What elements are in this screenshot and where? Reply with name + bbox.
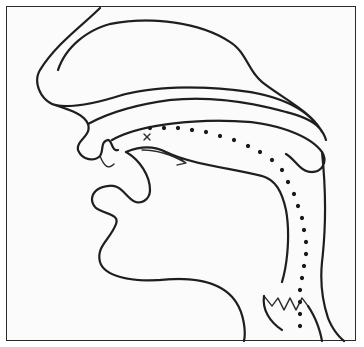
airflow-dot — [298, 324, 302, 328]
airflow-dot — [286, 180, 290, 184]
airflow-dot — [258, 150, 262, 154]
airflow-dot — [232, 138, 236, 142]
airflow-dot — [300, 276, 304, 280]
closure-marker — [144, 134, 150, 140]
pharynx-wall — [321, 152, 344, 341]
airflow-dot — [246, 144, 250, 148]
airflow-dot — [218, 134, 222, 138]
airflow-dot — [296, 204, 300, 208]
tongue — [126, 148, 288, 283]
airflow-dot — [302, 228, 306, 232]
airflow-dot — [298, 300, 302, 304]
airflow-dot — [292, 192, 296, 196]
upper-teeth — [100, 156, 114, 167]
airflow-dot — [302, 264, 306, 268]
airflow-dot — [162, 126, 166, 130]
airflow-dot — [304, 240, 308, 244]
airflow-dot — [190, 128, 194, 132]
airflow-dot — [270, 158, 274, 162]
airflow-dot — [148, 126, 152, 130]
larynx-back — [308, 306, 322, 341]
airflow-dot — [300, 216, 304, 220]
airflow-dot — [280, 168, 284, 172]
airflow-dot — [204, 130, 208, 134]
airflow-dot — [176, 126, 180, 130]
airflow-dot — [298, 288, 302, 292]
nasal-roof — [58, 21, 322, 132]
lower-lip-and-chin — [92, 152, 245, 341]
airflow-dot — [304, 252, 308, 256]
airflow-dot — [298, 312, 302, 316]
upper-lip — [52, 104, 118, 159]
